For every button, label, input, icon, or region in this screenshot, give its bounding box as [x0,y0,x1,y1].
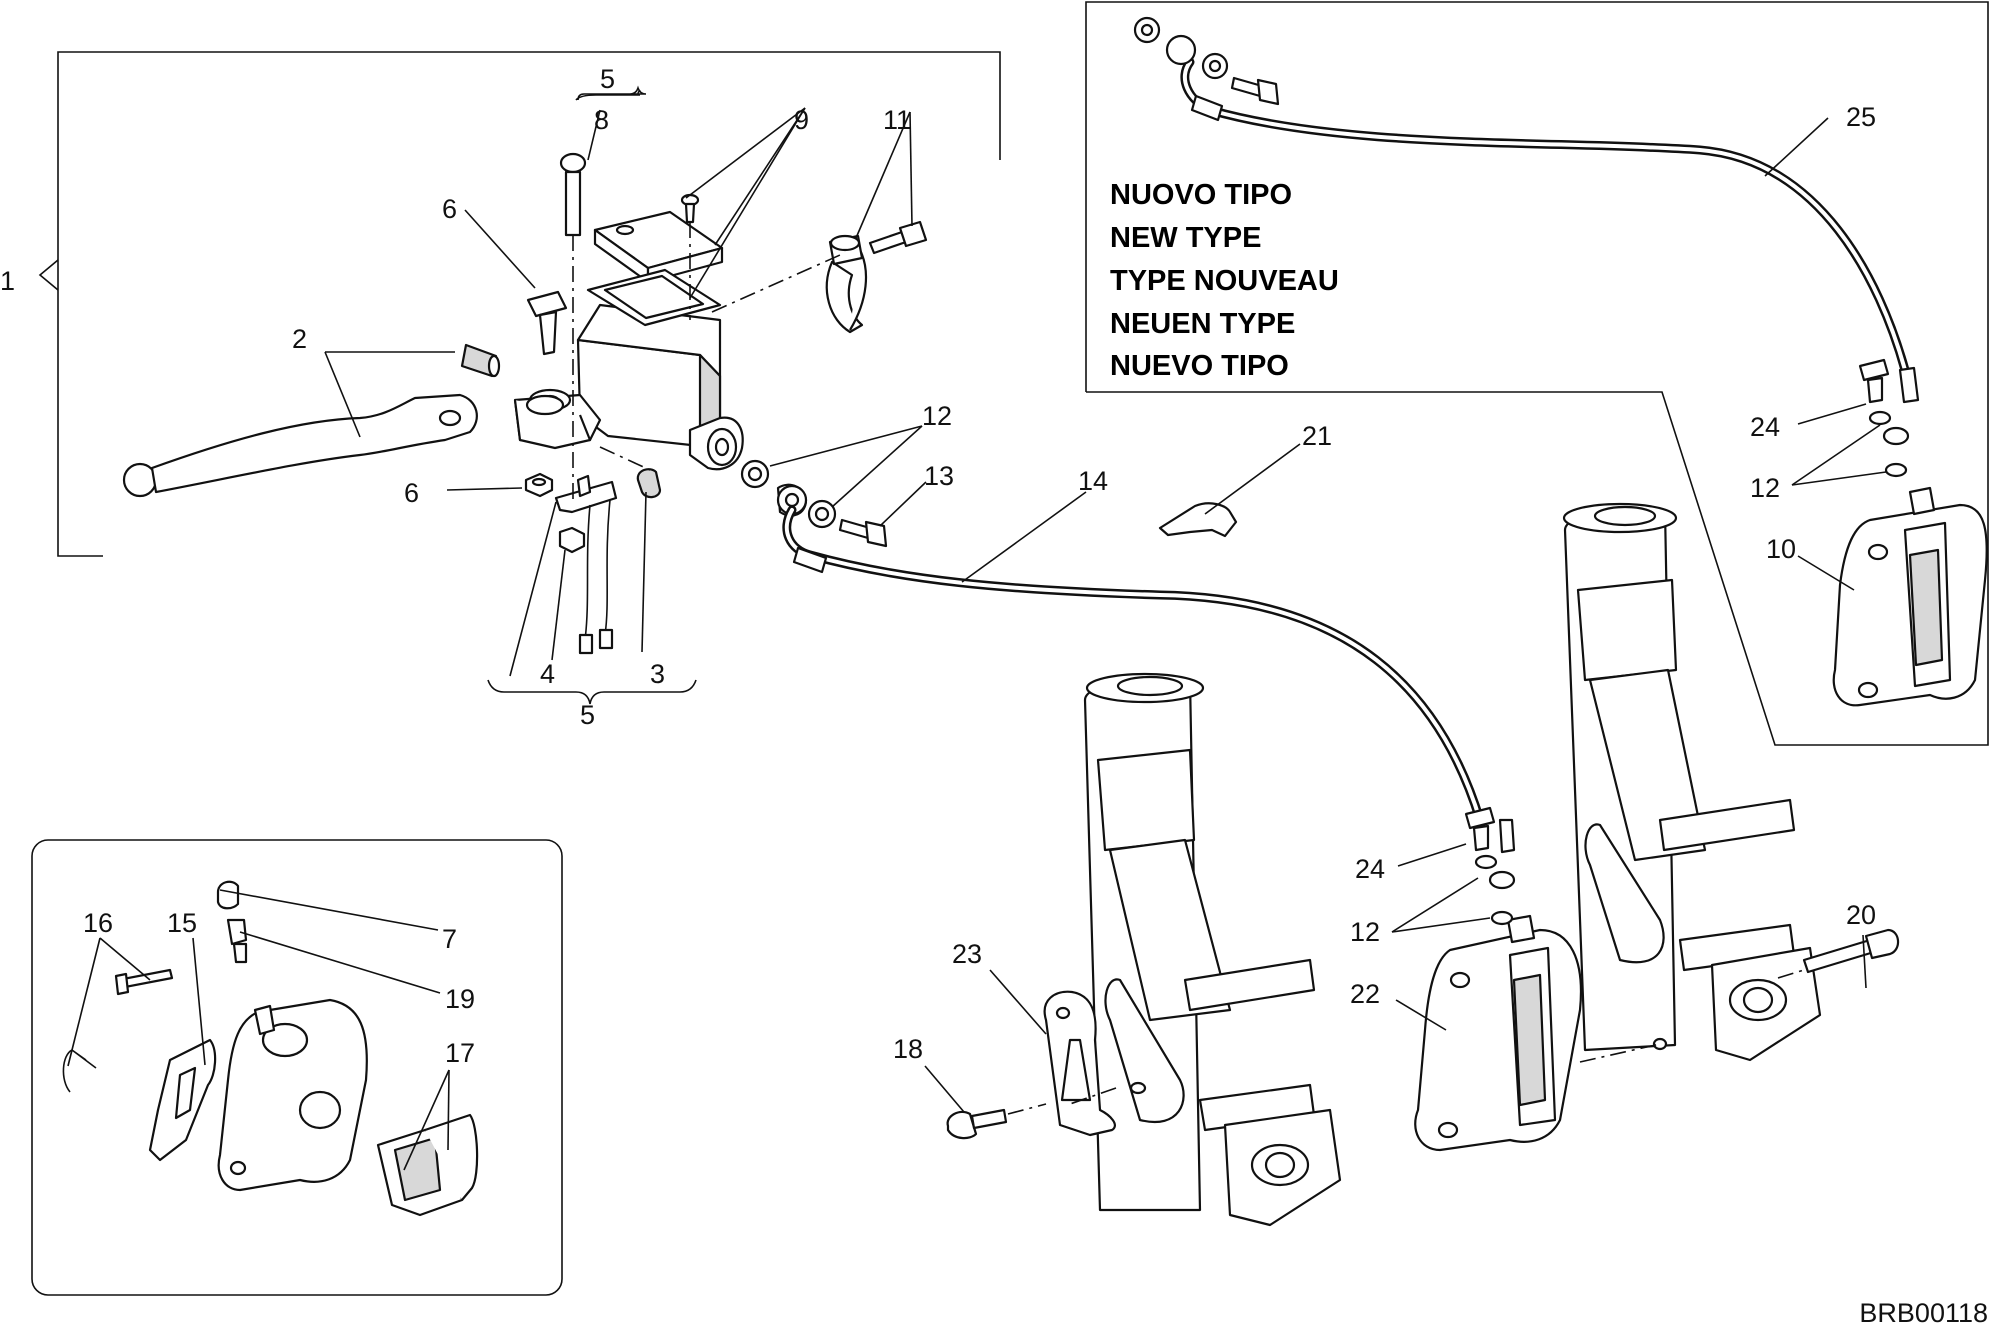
callout-24-lower: 24 [1355,854,1385,884]
callout-10: 10 [1766,534,1796,564]
callout-6-top: 6 [442,194,457,224]
reservoir-gasket [586,268,722,327]
leader-lines [67,107,1887,1171]
brake-light-switch [554,474,618,655]
note-line-english: NEW TYPE [1110,222,1261,254]
callout-24-upper: 24 [1750,412,1780,442]
callout-25: 25 [1846,102,1876,132]
drawing-code: BRB00118 [1859,1298,1988,1328]
bleed-bolt-24-upper [1858,358,1890,404]
callout-labels: 1 2 3 4 5 5 6 6 7 8 9 10 11 12 12 12 13 … [0,64,1876,1068]
group-5-bottom-brace [487,679,697,705]
copper-washer-upper [740,459,770,489]
cap-screw-9 [680,193,700,224]
callout-23: 23 [952,939,982,969]
banjo-bolt-screw-8 [559,152,587,237]
callout-1: 1 [0,266,15,296]
callout-7: 7 [442,924,457,954]
callout-12-lower-caliper: 12 [1350,917,1380,947]
screw-6-top [526,290,568,356]
brake-caliper-10 [1832,486,1988,707]
pivot-bolt-clevis [513,394,592,450]
callout-11: 11 [883,105,911,135]
fork-leg-right [1562,502,1822,1062]
callout-12-master: 12 [922,401,952,431]
callout-13: 13 [924,461,954,491]
callout-19: 19 [445,984,475,1014]
callout-16: 16 [83,908,113,938]
bleed-cap-7 [216,880,240,910]
washers-12-upper [1868,410,1910,478]
brake-caliper-22 [1414,914,1582,1152]
callout-20: 20 [1846,900,1876,930]
caliper-bolt-20 [1802,928,1900,974]
caliper-detail-inset-frame [31,839,563,1296]
callout-5-bottom: 5 [580,700,595,730]
sensor-bracket-23 [1043,990,1116,1137]
bleed-valve-19 [226,918,248,964]
note-line-italian: NUOVO TIPO [1110,179,1292,211]
callout-2: 2 [292,324,307,354]
brake-lever [122,393,478,498]
nut-6 [524,472,554,498]
pin-3 [636,468,662,499]
new-type-inset-frame [1085,1,1989,746]
caliper-body-detail [217,998,368,1192]
copper-washer-lower [807,499,837,529]
note-line-german: NEUEN TYPE [1110,308,1295,340]
callout-9: 9 [794,105,809,135]
note-line-french: TYPE NOUVEAU [1110,265,1339,297]
handlebar-clamp [825,234,868,334]
r-clip-16 [62,1049,97,1093]
master-cylinder-assembly-bracket [38,51,1001,557]
group-5-top-brace [575,85,647,101]
bleed-bolt-24-lower [1464,806,1496,852]
callout-18: 18 [893,1034,923,1064]
pad-spring-15 [148,1038,217,1162]
callout-14: 14 [1078,466,1108,496]
callout-12-upper-caliper: 12 [1750,473,1780,503]
callout-8: 8 [594,105,609,135]
banjo-bolt-13 [838,518,888,548]
brake-hose-14 [782,505,1516,854]
inset-washers-and-bolt [1133,16,1280,106]
nut-4 [558,526,586,554]
callout-6-bottom: 6 [404,478,419,508]
pad-pin-16 [114,968,174,996]
callout-17: 17 [445,1038,475,1068]
hose-clip-21 [1158,502,1238,538]
brake-hose-25 [1180,57,1920,404]
assembly-axes [572,222,1805,1115]
note-line-spanish: NUEVO TIPO [1110,350,1289,382]
callout-21: 21 [1302,421,1332,451]
pivot-bush [460,343,501,378]
fork-leg-left [1083,672,1342,1227]
new-type-note: NUOVO TIPO NEW TYPE TYPE NOUVEAU NEUEN T… [1110,179,1339,382]
washers-12-lower [1474,854,1516,926]
callout-4: 4 [540,659,555,689]
callout-15: 15 [167,908,197,938]
callout-5-top: 5 [600,64,615,94]
callout-3: 3 [650,659,665,689]
callout-22: 22 [1350,979,1380,1009]
brake-pads-17 [376,1113,479,1217]
screw-18 [946,1108,1008,1140]
clamp-screw [868,220,928,255]
